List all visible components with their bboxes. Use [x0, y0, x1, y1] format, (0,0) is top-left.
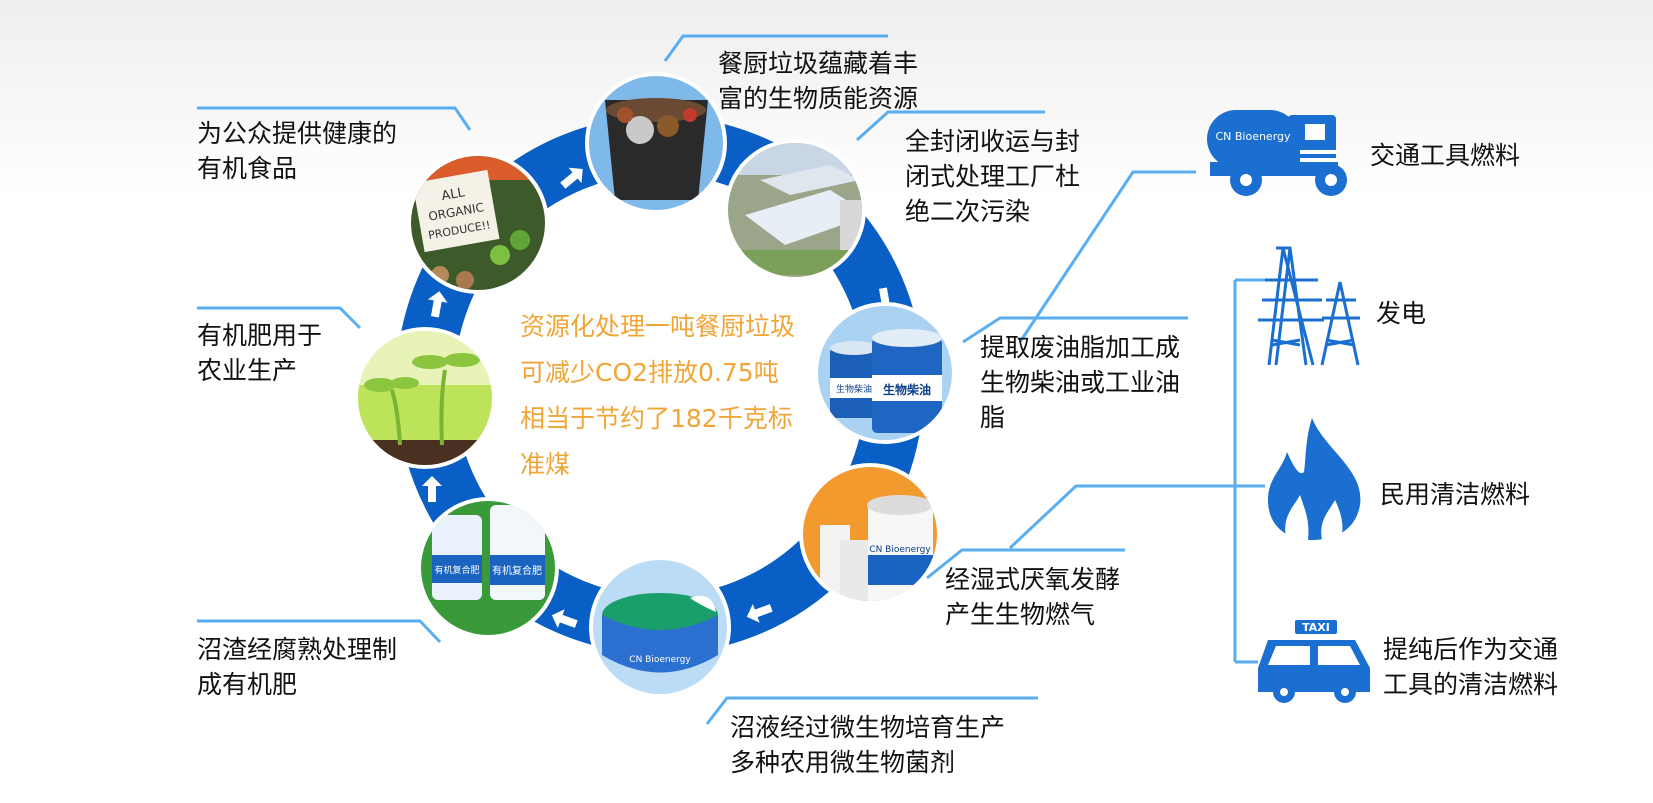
label-line: 多种农用微生物菌剂: [730, 748, 956, 777]
label-line: 沼液经过微生物培育生产: [730, 713, 1006, 742]
seedlings-photo: [354, 327, 496, 469]
fertilizer-bags-photo: 有机复合肥 有机复合肥: [417, 497, 559, 639]
label-line: 工具的清洁燃料: [1383, 670, 1559, 699]
use-label-clean-vehicle-fuel: 提纯后作为交通 工具的清洁燃料: [1383, 632, 1558, 702]
arrow-icon: [551, 609, 578, 629]
use-label-vehicle-fuel: 交通工具燃料: [1370, 141, 1521, 170]
step-label-food-waste: 餐厨垃圾蕴藏着丰 富的生物质能资源: [718, 46, 918, 116]
arrow-icon: [422, 476, 442, 502]
label-line: 生物柴油或工业油: [980, 368, 1181, 397]
arrow-icon: [560, 167, 583, 189]
taxi-sign: TAXI: [1302, 621, 1330, 634]
label-line: 成有机肥: [197, 670, 298, 699]
center-text: 资源化处理一吨餐厨垃圾 可减少CO2排放0.75吨 相当于节约了182千克标 准…: [520, 304, 795, 488]
label-line: 闭式处理工厂杜: [905, 162, 1081, 191]
pool-brand: CN Bioenergy: [629, 655, 691, 665]
label-line: 脂: [980, 403, 1006, 432]
label-line: 农业生产: [197, 356, 298, 385]
step-label-biogas: 经湿式厌氧发酵 产生生物燃气: [945, 562, 1120, 632]
use-label-household-fuel: 民用清洁燃料: [1380, 480, 1531, 509]
step-label-biodiesel: 提取废油脂加工成 生物柴油或工业油 脂: [980, 330, 1180, 435]
biodiesel-drums-photo: 生物柴油 生物柴油: [814, 302, 956, 444]
food-waste-photo: [585, 72, 727, 214]
label-line: 提纯后作为交通: [1383, 635, 1559, 664]
arrow-icon: [427, 291, 448, 318]
label-line: 富的生物质能资源: [718, 84, 919, 113]
step-label-collection: 全封闭收运与封 闭式处理工厂杜 绝二次污染: [905, 124, 1080, 229]
biogas-tanks-photo: CN Bioenergy: [799, 463, 941, 605]
step-label-fertilizer: 沼渣经腐熟处理制 成有机肥: [197, 632, 397, 702]
center-line: 可减少CO2排放0.75吨: [520, 358, 779, 387]
label-line: 有机食品: [197, 154, 298, 183]
center-line: 资源化处理一吨餐厨垃圾: [520, 312, 796, 341]
step-label-microbial: 沼液经过微生物培育生产 多种农用微生物菌剂: [730, 710, 1005, 780]
label-line: 餐厨垃圾蕴藏着丰: [718, 49, 919, 78]
drum-label: 生物柴油: [883, 382, 931, 397]
liquid-tank-photo: CN Bioenergy: [589, 556, 731, 698]
drum-label-small: 生物柴油: [836, 383, 872, 395]
truck-brand: CN Bioenergy: [1215, 130, 1291, 143]
arrow-icon: [746, 603, 773, 623]
label-line: 经湿式厌氧发酵: [945, 565, 1121, 594]
label-line: 产生生物燃气: [945, 600, 1096, 629]
label-line: 沼渣经腐熟处理制: [197, 635, 398, 664]
flame-icon: [1268, 418, 1361, 540]
tank-brand: CN Bioenergy: [869, 545, 931, 555]
label-line: 有机肥用于: [197, 321, 323, 350]
center-line: 相当于节约了182千克标: [520, 404, 793, 433]
callout-lines: [197, 34, 1268, 725]
step-label-organic-food: 为公众提供健康的 有机食品: [197, 116, 397, 186]
power-tower-icon: [1258, 246, 1360, 366]
label-line: 为公众提供健康的: [197, 119, 398, 148]
bag-label-right: 有机复合肥: [492, 564, 542, 577]
label-line: 提取废油脂加工成: [980, 333, 1181, 362]
step-label-agriculture: 有机肥用于 农业生产: [197, 318, 322, 388]
factory-photo: [724, 139, 866, 281]
taxi-icon: TAXI: [1258, 620, 1370, 703]
label-line: 绝二次污染: [905, 197, 1031, 226]
center-line: 准煤: [520, 450, 571, 479]
use-label-power: 发电: [1376, 299, 1427, 328]
fuel-truck-icon: CN Bioenergy: [1207, 110, 1347, 196]
bag-label-left: 有机复合肥: [434, 564, 479, 576]
label-line: 全封闭收运与封: [905, 127, 1081, 156]
sign-line-1: ALL: [440, 185, 466, 204]
